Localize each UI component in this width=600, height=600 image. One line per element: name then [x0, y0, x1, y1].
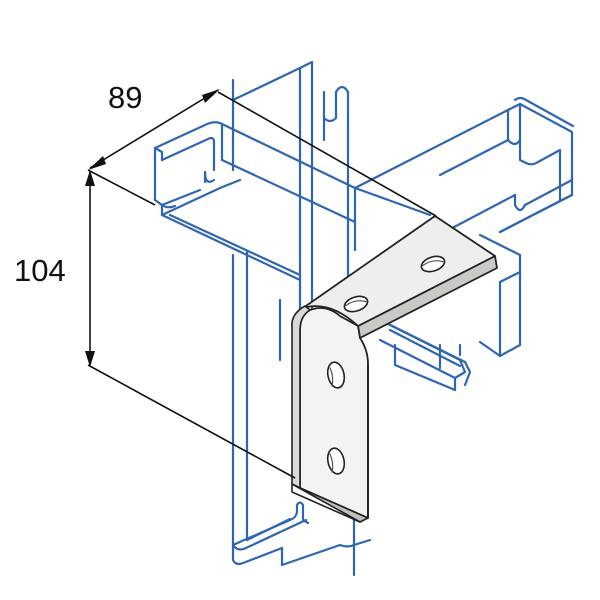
height-arrow-bottom: [85, 351, 95, 367]
width-extension-left: [87, 169, 156, 206]
hole-arm-inner: [343, 295, 369, 313]
bracket-holes: [326, 255, 446, 475]
bracket-leg-side: [291, 305, 311, 489]
width-dimension-label: 89: [108, 80, 143, 115]
hole-leg-lower: [326, 447, 346, 475]
right-channel: [353, 96, 575, 358]
bracket-leg-face: [299, 307, 369, 519]
dimension-arrows: [85, 89, 220, 367]
height-dimension-label: 104: [14, 253, 66, 288]
dimension-lines: [87, 89, 437, 479]
height-arrow-top: [85, 170, 95, 186]
width-dimension-line: [89, 89, 219, 169]
height-extension-bottom: [87, 364, 296, 479]
width-arrow-left: [88, 156, 106, 170]
width-arrow-right: [202, 89, 220, 103]
horizontal-channel: [153, 121, 472, 392]
hole-arm-outer: [420, 255, 446, 273]
corner-bracket: [291, 215, 498, 523]
hole-leg-upper: [326, 361, 346, 389]
width-extension-right: [217, 91, 437, 217]
